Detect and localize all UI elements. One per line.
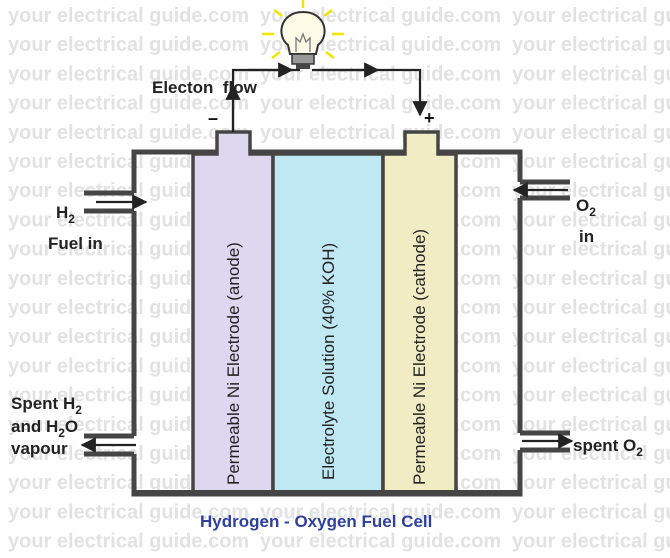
watermark-text: your electrical guide.com [8,151,249,173]
watermark-text: your electrical guide.com [8,531,249,553]
watermark-text: your electrical guide.com [8,239,249,261]
cathode-label: Permeable Ni Electrode (cathode) [410,229,429,485]
anode-label: Permeable Ni Electrode (anode) [224,242,243,485]
watermark-text: your electrical guide.com [512,93,670,115]
watermark-text: your electrical guide.com [512,122,670,144]
watermark-text: your electrical guide.com [512,209,670,231]
external-circuit [225,62,428,132]
watermark-text: your electrical guide.com [8,355,249,377]
vapour-label: vapour [11,439,68,458]
electron-flow-label: Electon flow [152,78,258,97]
o2-in-label: in [579,227,594,246]
light-bulb-icon [262,0,344,69]
electrolyte-region [271,152,385,496]
watermark-text: your electrical guide.com [512,151,670,173]
watermark-text: your electrical guide.com [8,297,249,319]
o2-label: O2 [576,196,596,219]
cathode-electrode [381,130,458,496]
watermark-text: your electrical guide.com [8,326,249,348]
h2-label: H2 [56,203,75,226]
watermark-text: your electrical guide.com [512,501,670,523]
watermark-text: your electrical guide.com [260,531,501,553]
watermark-text: your electrical guide.com [8,268,249,290]
watermark-text: your electrical guide.com [512,268,670,290]
diagram-caption: Hydrogen - Oxygen Fuel Cell [200,512,432,531]
watermark-text: your electrical guide.com [512,385,670,407]
and-h2o-label: and H2O [11,417,78,440]
watermark-text: your electrical guide.com [8,5,249,27]
spent-o2-label: spent O2 [573,436,643,459]
watermark-text: your electrical guide.com [260,93,501,115]
fuel-in-label: Fuel in [48,234,103,253]
watermark-text: your electrical guide.com [260,122,501,144]
watermark-text: your electrical guide.com [512,5,670,27]
watermark-text: your electrical guide.com [8,63,249,85]
watermark-text: your electrical guide.com [8,209,249,231]
watermark-text: your electrical guide.com [512,355,670,377]
watermark-text: your electrical guide.com [8,93,249,115]
watermark-text: your electrical guide.com [512,472,670,494]
flow-arrows [80,182,574,453]
watermark-text: your electrical guide.com [8,122,249,144]
watermark-text: your electrical guide.com [512,63,670,85]
cathode-sign: + [424,108,435,128]
watermark-text: your electrical guide.com [8,414,249,436]
watermark-text: your electrical guide.com [8,472,249,494]
watermark-text: your electrical guide.com [512,414,670,436]
anode-sign: – [208,108,218,128]
watermark-text: your electrical guide.com [8,34,249,56]
watermark-text: your electrical guide.com [8,501,249,523]
spent-h2-label: Spent H2 [11,394,82,417]
watermark-text: your electrical guide.com [512,531,670,553]
tank-bottom [134,490,522,496]
watermark-text: your electrical guide.com [8,385,249,407]
watermark-text: your electrical guide.com [260,501,501,523]
watermark-text: your electrical guide.com [512,239,670,261]
watermark-text: your electrical guide.com [512,297,670,319]
electrolyte-label: Electrolyte Solution (40% KOH) [319,243,338,480]
pipes [84,179,570,457]
watermark-text: your electrical guide.com [512,326,670,348]
watermark-text: your electrical guide.com [512,34,670,56]
